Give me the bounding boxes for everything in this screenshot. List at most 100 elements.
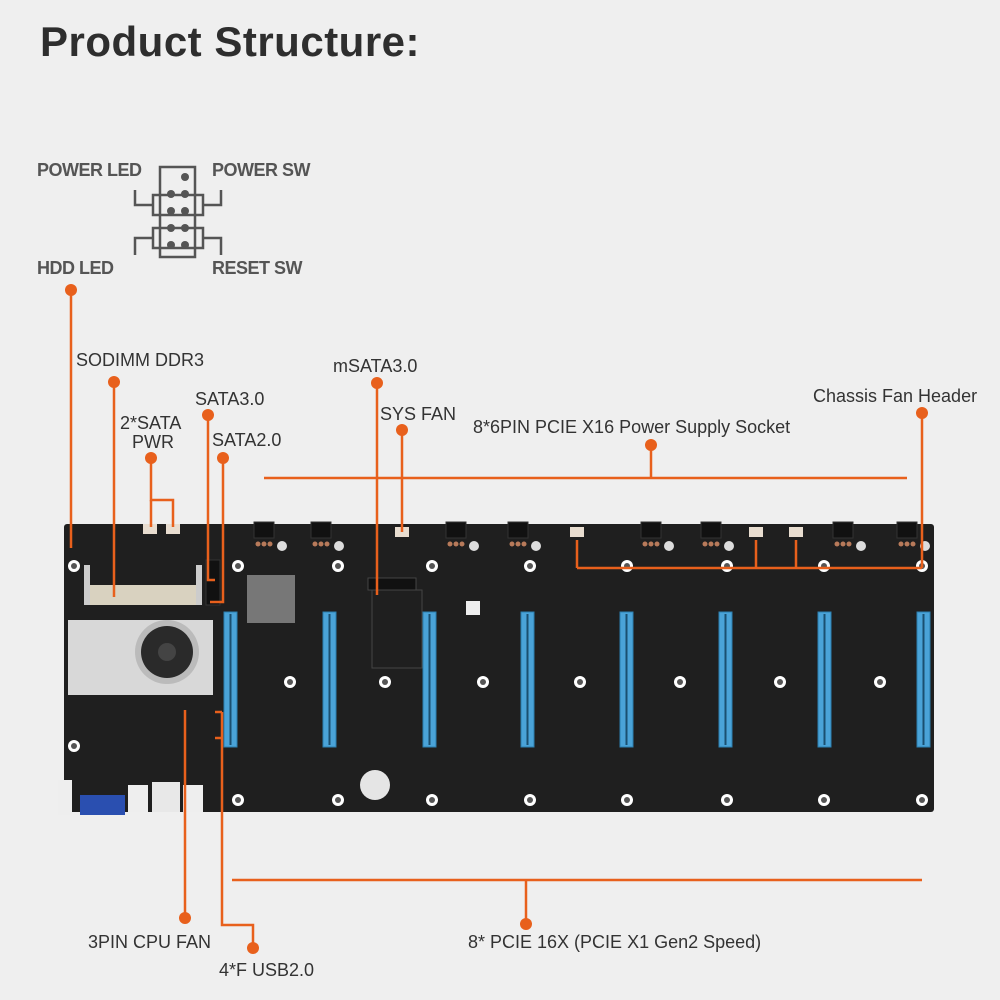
mounting-hole-center (429, 563, 435, 569)
connector-pin (910, 541, 916, 547)
connector-pin (267, 541, 273, 547)
mounting-hole-center (335, 563, 341, 569)
sodimm-slot (88, 585, 198, 605)
connector-pin (312, 541, 318, 547)
leader-lines (69, 290, 924, 945)
connector-pin (515, 541, 521, 547)
capacitor (856, 541, 866, 551)
connector-pin (447, 541, 453, 547)
capacitor (531, 541, 541, 551)
pcie-power-connector (253, 521, 275, 539)
mounting-hole-center (429, 797, 435, 803)
front-panel-header-diagram (133, 165, 223, 259)
connector-pin (453, 541, 459, 547)
header-pins (167, 173, 189, 249)
sata2-leader (210, 458, 225, 604)
mounting-hole-center (335, 797, 341, 803)
pcie-power-label: 8*6PIN PCIE X16 Power Supply Socket (473, 417, 791, 437)
capacitor (724, 541, 734, 551)
sata3-dot (202, 409, 214, 421)
usb-dot (247, 942, 259, 954)
fan-header (166, 524, 180, 534)
connector-pin (324, 541, 330, 547)
capacitor (277, 541, 287, 551)
reset-sw-label: RESET SW (212, 258, 303, 278)
fan-header (570, 527, 584, 537)
power-sw-label: POWER SW (212, 160, 311, 180)
power-sw-bracket (203, 190, 223, 207)
chipset-heatsink (247, 575, 295, 623)
connector-pin (702, 541, 708, 547)
sata3-label: SATA3.0 (195, 389, 265, 409)
cpu-fan-dot (179, 912, 191, 924)
connector-pin (521, 541, 527, 547)
vga-port (80, 795, 125, 815)
cpu-fan-label: 3PIN CPU FAN (88, 932, 212, 952)
reset-sw-bracket (203, 236, 223, 255)
connector-pin (846, 541, 852, 547)
connector-pin (648, 541, 654, 547)
pcie-power-dot (645, 439, 657, 451)
connector-pin (904, 541, 910, 547)
fan-header (749, 527, 763, 537)
connector-pin (459, 541, 465, 547)
sata-pwr-dot (145, 452, 157, 464)
mounting-hole-center (724, 797, 730, 803)
sata3-leader (206, 415, 215, 582)
mounting-hole-center (624, 797, 630, 803)
connector-pin (261, 541, 267, 547)
connector-pin (708, 541, 714, 547)
connector-pin (654, 541, 660, 547)
pcie-slots-label: 8* PCIE 16X (PCIE X1 Gen2 Speed) (468, 932, 762, 952)
usb-port (128, 785, 148, 812)
pcie-power-connector (640, 521, 662, 539)
msata-label: mSATA3.0 (333, 356, 418, 376)
motherboard (58, 524, 934, 815)
mounting-hole-center (480, 679, 486, 685)
pcie-power-connector (832, 521, 854, 539)
mounting-hole-center (877, 679, 883, 685)
chassis-fan-label: Chassis Fan Header (813, 386, 978, 406)
connector-pin (840, 541, 846, 547)
mounting-hole-center (577, 679, 583, 685)
sata-pwr-label-line1: 2*SATA (120, 413, 182, 433)
board-components (68, 521, 931, 806)
mounting-hole-center (527, 797, 533, 803)
pcie-power-connector (310, 521, 332, 539)
connector-pin (642, 541, 648, 547)
mounting-hole-center (382, 679, 388, 685)
mounting-hole-center (677, 679, 683, 685)
pcie-slots-dot (520, 918, 532, 930)
pcie-power-connector (700, 521, 722, 539)
mounting-hole-center (71, 563, 77, 569)
fan-header (789, 527, 803, 537)
capacitor (664, 541, 674, 551)
lan-port (152, 782, 180, 812)
connector-pin (255, 541, 261, 547)
fan-header (143, 524, 157, 534)
sys-fan-dot (396, 424, 408, 436)
connector-pin (898, 541, 904, 547)
mounting-hole-center (235, 563, 241, 569)
sodimm-dot (108, 376, 120, 388)
callout-dots (65, 284, 928, 954)
mounting-hole-center (777, 679, 783, 685)
mounting-hole-center (71, 743, 77, 749)
mounting-hole-center (527, 563, 533, 569)
pcie-power-connector (445, 521, 467, 539)
sata2-dot (217, 452, 229, 464)
mounting-hole-center (821, 797, 827, 803)
mounting-hole-center (919, 797, 925, 803)
hdd-led-bracket (133, 236, 153, 255)
sata-pwr-leader (149, 458, 175, 527)
sata-pwr-label-line2: PWR (132, 432, 174, 452)
sodimm-label: SODIMM DDR3 (76, 350, 205, 370)
usb-port (183, 785, 203, 812)
connector-pin (834, 541, 840, 547)
pcie-power-connector (507, 521, 529, 539)
usb-label: 4*F USB2.0 (219, 960, 315, 980)
hdd-led-label: HDD LED (37, 258, 114, 278)
capacitor (334, 541, 344, 551)
sata2-label: SATA2.0 (212, 430, 282, 450)
